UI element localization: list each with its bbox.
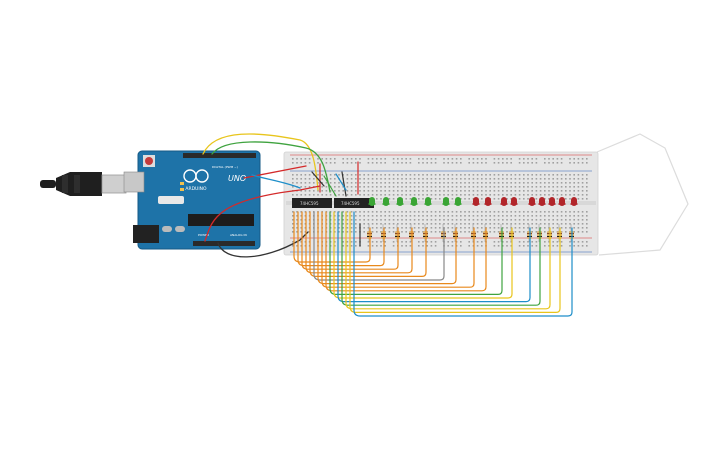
green-led[interactable] xyxy=(396,197,404,206)
output-wire[interactable] xyxy=(329,211,503,295)
wire-green-jumper[interactable] xyxy=(323,175,337,197)
wire-blue-latch[interactable] xyxy=(251,174,301,189)
output-wire[interactable] xyxy=(293,211,371,263)
output-wire[interactable] xyxy=(313,211,445,281)
red-led[interactable] xyxy=(548,197,556,206)
red-led[interactable] xyxy=(484,197,492,206)
output-wire[interactable] xyxy=(321,211,475,288)
green-led[interactable] xyxy=(454,197,462,206)
wire-black-gnd[interactable] xyxy=(217,231,309,258)
red-led[interactable] xyxy=(558,197,566,206)
shift-register-2[interactable]: 74HC595 xyxy=(334,198,374,208)
red-led[interactable] xyxy=(528,197,536,206)
arduino-brand-label: ARDUINO xyxy=(185,186,207,192)
wire-group[interactable] xyxy=(202,133,361,258)
red-led[interactable] xyxy=(538,197,546,206)
microcontroller-chip xyxy=(188,214,254,226)
red-led[interactable] xyxy=(472,197,480,206)
output-wire[interactable] xyxy=(349,211,561,313)
output-wire[interactable] xyxy=(345,211,551,310)
wire-black-jumper-2[interactable] xyxy=(341,171,347,197)
green-led[interactable] xyxy=(442,197,450,206)
shift-register-1[interactable]: 74HC595 xyxy=(292,198,332,208)
arduino-model-label: UNO xyxy=(228,174,246,183)
led-row[interactable] xyxy=(368,197,578,206)
wire-red-5v[interactable] xyxy=(204,185,321,242)
usb-cable[interactable] xyxy=(40,172,127,196)
green-led[interactable] xyxy=(424,197,432,206)
red-led[interactable] xyxy=(510,197,518,206)
digital-header-label: DIGITAL (PWM ~) xyxy=(212,165,238,169)
wire-green-clock[interactable] xyxy=(211,141,331,193)
output-wire[interactable] xyxy=(317,211,457,285)
shift-register-2-label: 74HC595 xyxy=(341,201,360,206)
green-led[interactable] xyxy=(410,197,418,206)
shift-register-1-label: 74HC595 xyxy=(300,201,319,206)
power-header-label: POWER xyxy=(198,233,209,237)
output-wire[interactable] xyxy=(337,211,531,303)
output-wire[interactable] xyxy=(309,211,427,277)
green-led[interactable] xyxy=(382,197,390,206)
analog-header-label: ANALOG IN xyxy=(230,233,247,237)
reset-button[interactable] xyxy=(145,157,153,165)
output-wire[interactable] xyxy=(333,211,513,299)
output-wire[interactable] xyxy=(325,211,487,292)
red-led[interactable] xyxy=(500,197,508,206)
arduino-board[interactable]: ARDUINO UNO DIGITAL (PWM ~) POWER ANALOG… xyxy=(123,150,261,250)
component-outline-right[interactable] xyxy=(596,133,689,256)
wire-yellow-data[interactable] xyxy=(202,133,319,191)
breadboard[interactable] xyxy=(283,151,599,256)
wire-black-jumper-1[interactable] xyxy=(311,171,325,187)
output-wire[interactable] xyxy=(341,211,541,306)
digital-pin-header[interactable] xyxy=(183,153,256,158)
output-wire[interactable] xyxy=(305,211,413,274)
wire-blue-jumper[interactable] xyxy=(335,173,347,191)
output-wire-bundle[interactable] xyxy=(293,211,573,317)
power-analog-pin-header[interactable] xyxy=(193,241,255,246)
green-led[interactable] xyxy=(368,197,376,206)
red-led[interactable] xyxy=(570,197,578,206)
output-wire[interactable] xyxy=(353,211,573,317)
output-wire[interactable] xyxy=(301,211,399,270)
